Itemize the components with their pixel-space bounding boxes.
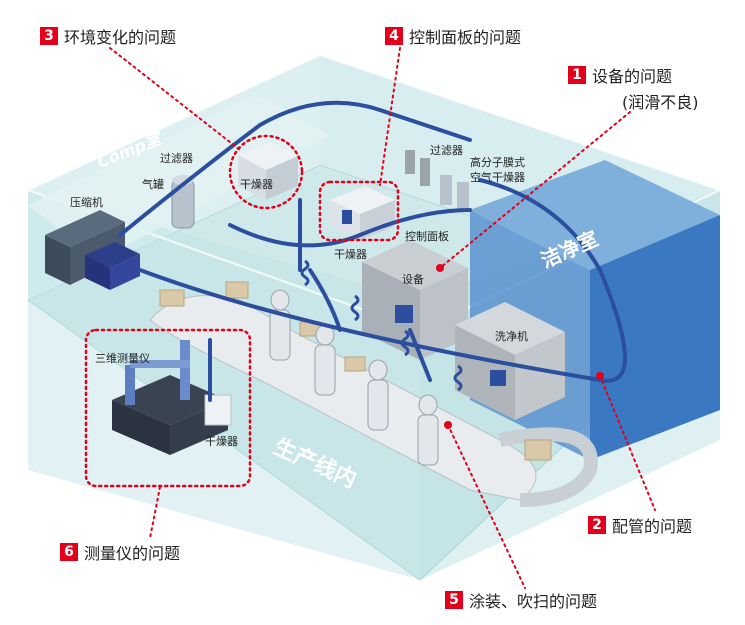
dryer-top xyxy=(238,142,298,200)
label-control-panel: 控制面板 xyxy=(405,229,449,243)
callout-4-text: 控制面板的问题 xyxy=(409,28,522,47)
pipe-coils xyxy=(300,259,463,392)
callout-3-text: 环境变化的问题 xyxy=(64,28,177,47)
callout-3: 3 环境变化的问题 xyxy=(40,24,176,48)
callout-4-number: 4 xyxy=(385,27,403,45)
label-cmm: 三维测量仪 xyxy=(95,352,150,365)
clean-room-front xyxy=(590,215,720,460)
callout-5: 5 涂装、吹扫的问题 xyxy=(445,588,597,612)
label-equipment: 设备 xyxy=(402,272,424,286)
label-filter-right: 过滤器 xyxy=(430,144,463,157)
callout-3-number: 3 xyxy=(40,27,58,45)
focus-areas xyxy=(84,134,400,488)
label-dryer-bottom: 干燥器 xyxy=(205,435,238,448)
label-dryer-top: 干燥器 xyxy=(240,178,273,191)
label-filter-left: 过滤器 xyxy=(160,152,193,165)
cmm-machine xyxy=(112,340,228,455)
pipes xyxy=(118,100,627,402)
label-compressor: 压缩机 xyxy=(70,195,103,209)
callout-2-text: 配管的问题 xyxy=(612,517,693,536)
conveyor-belt xyxy=(149,295,537,501)
label-washer: 洗净机 xyxy=(495,329,528,343)
workers xyxy=(269,289,439,466)
conveyor-curve xyxy=(498,427,598,507)
leader-dots xyxy=(436,264,604,429)
leader-lines xyxy=(109,47,656,589)
callout-1-number: 1 xyxy=(568,66,586,84)
callout-2-number: 2 xyxy=(588,516,606,534)
clean-room-top xyxy=(470,160,720,270)
label-membrane-dryer-2: 空气干燥器 xyxy=(470,170,525,184)
callout-5-number: 5 xyxy=(445,591,463,609)
callout-1-text: 设备的问题 xyxy=(592,67,673,86)
building-top-edge xyxy=(27,53,723,332)
filters-right xyxy=(405,150,469,212)
washer-machine xyxy=(455,302,565,420)
label-dryer-mid: 干燥器 xyxy=(334,248,367,261)
callout-4: 4 控制面板的问题 xyxy=(385,24,521,48)
callout-1: 1 设备的问题 xyxy=(568,63,672,87)
callout-2: 2 配管的问题 xyxy=(588,513,692,537)
callout-6-text: 测量仪的问题 xyxy=(84,544,181,563)
callout-6-number: 6 xyxy=(60,543,78,561)
callout-5-text: 涂装、吹扫的问题 xyxy=(469,592,598,611)
callout-1-subtext: (润滑不良) xyxy=(622,93,699,112)
label-membrane-dryer-1: 高分子膜式 xyxy=(470,155,525,169)
callout-6: 6 测量仪的问题 xyxy=(60,540,180,564)
label-gas-tank: 气罐 xyxy=(142,177,164,191)
compressor xyxy=(45,210,140,290)
